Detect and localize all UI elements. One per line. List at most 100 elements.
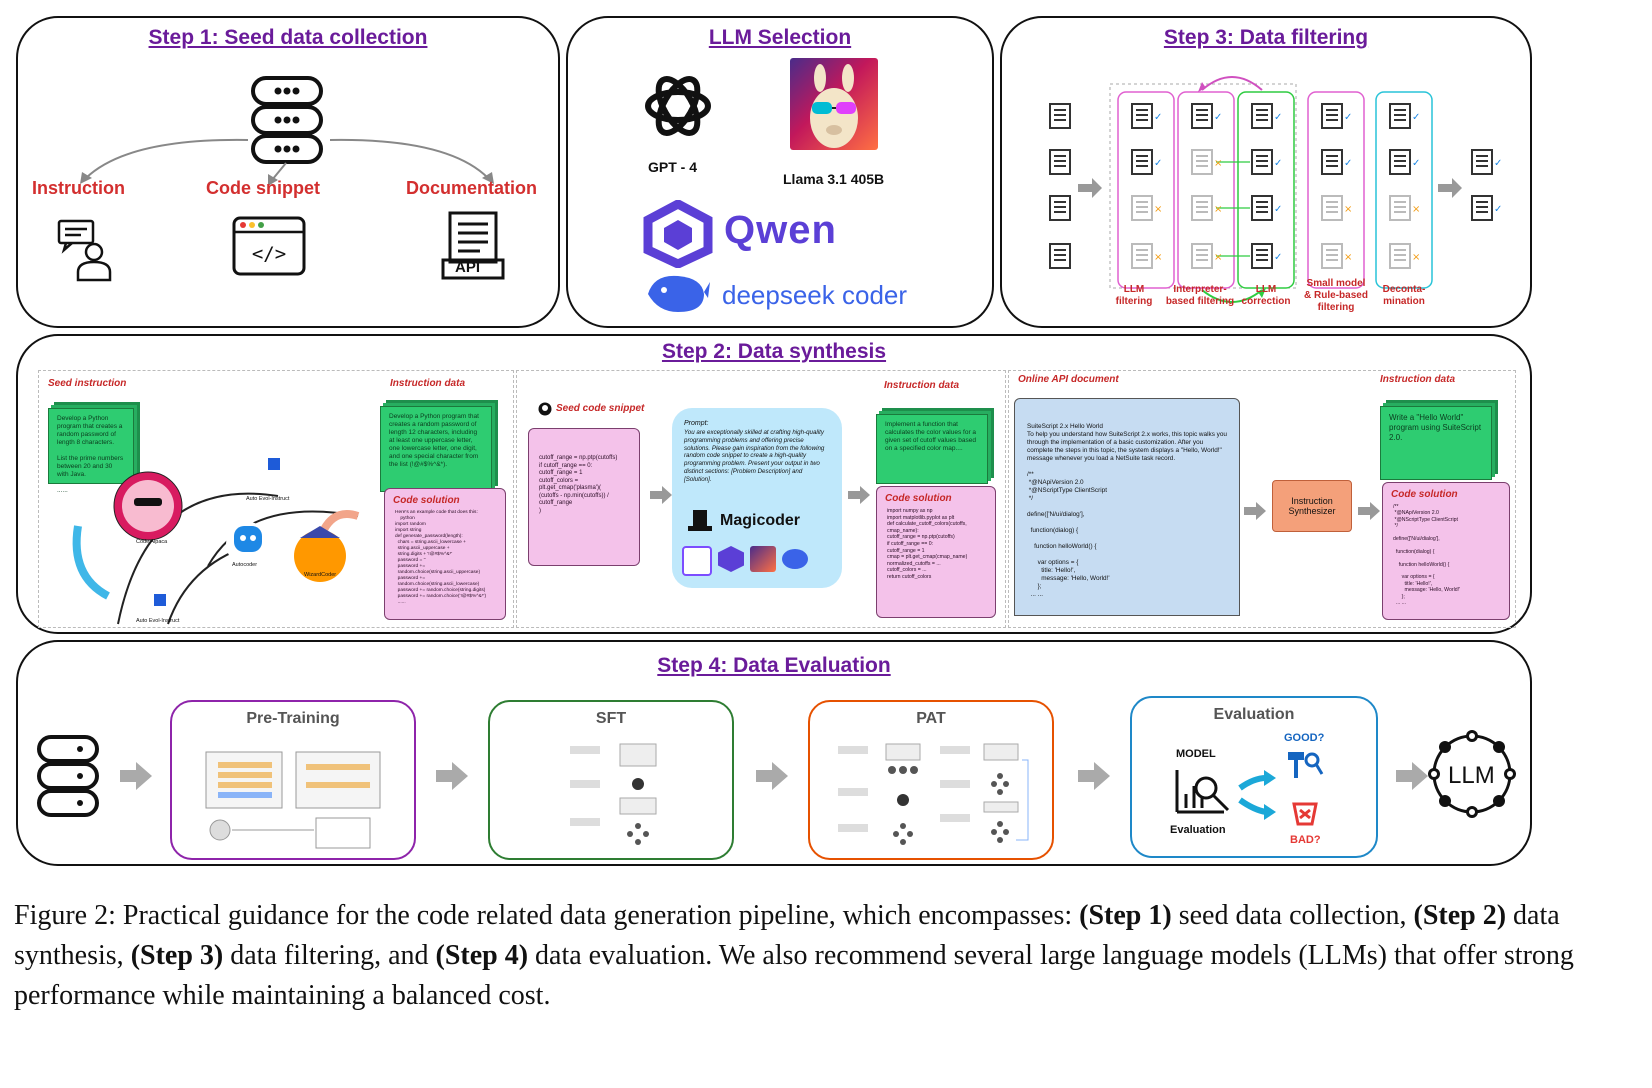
gpt-small-icon [682,546,712,576]
gpt-logo-icon [645,76,711,136]
instruction-label: Instruction [32,178,125,198]
svg-text:×: × [1214,158,1222,169]
svg-text:×: × [1154,204,1162,215]
filtering-diagram: ✓✓✓✓✓✓✓ ✓✓✓✓ ××××× ×××× ✓✓ [1049,76,1502,303]
svg-text:✓: ✓ [1412,158,1420,169]
step4-title: Step 4: Data Evaluation [657,654,891,677]
svg-text:✓: ✓ [1274,158,1282,169]
code-snippet-label: Code snippet [206,178,321,198]
svg-text:✓: ✓ [1274,204,1282,215]
svg-text:×: × [1154,252,1162,263]
magician-hat-icon [688,510,712,531]
code-window-icon: </> [232,216,306,276]
llama-label: Llama 3.1 405B [783,171,885,187]
step3-title: Step 3: Data filtering [1163,26,1369,49]
svg-text:✓: ✓ [1494,158,1502,169]
seed-code-snippet-label: Seed code snippet [556,403,645,414]
model-label: MODEL [1176,748,1216,760]
step2-title: Step 2: Data synthesis [661,340,887,363]
figure-caption: Figure 2: Practical guidance for the cod… [14,900,1574,1011]
svg-text:✓: ✓ [1344,158,1352,169]
model-auto-evol-top: Auto Evol-Instruct [246,496,290,502]
database-icon [37,735,99,817]
bad-label: BAD? [1290,834,1321,846]
code-solution-scroll-b: Code solution import numpy as np import … [876,486,996,618]
svg-text:✓: ✓ [1344,112,1352,123]
documentation-label: Documentation [406,178,538,198]
instruction-data-label-c: Instruction data [1380,374,1456,385]
svg-text:×: × [1412,204,1420,215]
step3-panel: Step 3: Data filtering [1000,16,1532,328]
stage-decontamination: Deconta- mination [1382,284,1426,307]
qwen-label: Qwen [724,208,837,252]
instruction-data-doc-b: Implement a function that calculates the… [876,414,988,484]
seed-code-scroll: cutoff_range = np.ptp(cutoffs) if cutoff… [528,428,640,566]
llama-image [790,58,878,150]
stage-llm-filtering: LLM filtering [1115,284,1153,307]
branch-arrows [80,138,494,186]
online-api-doc-label: Online API document [1018,374,1119,385]
api-document-icon [441,211,505,280]
instruction-data-doc-a: Develop a Python program that creates a … [380,406,492,492]
svg-text:×: × [1412,252,1420,263]
svg-text:×: × [1344,252,1352,263]
prompt-box: Prompt: You are exceptionally skilled at… [672,408,842,588]
deepseek-whale-icon [648,275,710,312]
model-arcs [72,458,360,625]
qwen-logo-icon [643,200,713,268]
arrow-right [1396,762,1428,790]
curved-arrows [1238,770,1276,820]
svg-text:✓: ✓ [1274,252,1282,263]
stage-interpreter-filtering: Interpreter- based filtering [1165,284,1235,307]
gpt-label: GPT - 4 [648,159,698,175]
svg-text:✓: ✓ [1412,112,1420,123]
deepseek-label: deepseek coder [722,280,908,310]
sft-box: SFT [488,700,734,860]
step1-title: Step 1: Seed data collection [148,26,428,49]
instruction-data-label-a: Instruction data [390,378,466,389]
qwen-small-icon [718,546,744,572]
arrow-right [848,486,870,504]
person-speech-icon [57,219,112,282]
database-icon [251,76,323,164]
magicoder-badge: Magicoder [686,508,800,534]
arrow-right [756,762,788,790]
svg-text:✓: ✓ [1154,112,1162,123]
model-autocoder: Autocoder [232,562,258,568]
svg-text:✓: ✓ [1154,158,1162,169]
instruction-data-label-b: Instruction data [884,380,960,391]
llm-selection-panel: LLM Selection GPT - 4 Llama 3.1 405B Qwe… [566,16,994,328]
svg-text:✓: ✓ [1214,112,1222,123]
bad-icon [1292,802,1318,826]
llm-label: LLM [1448,762,1495,789]
model-wizardcoder: WizardCoder [304,572,337,578]
model-auto-evol-bottom: Auto Evol-Instruct [136,618,180,624]
hammer-magnifier-icon [1288,752,1324,778]
api-label: API [455,259,481,276]
pat-box: PAT [808,700,1054,860]
good-label: GOOD? [1284,732,1325,744]
arrow-right [650,486,672,504]
svg-text:×: × [1344,204,1352,215]
svg-text:×: × [1214,252,1222,263]
code-solution-scroll-a: Code solution Here's an example code tha… [384,488,506,620]
pretraining-box: Pre-Training [170,700,416,860]
seed-instruction-doc: Develop a Python program that creates a … [48,408,134,494]
llama-small-icon [750,546,776,572]
step4-panel: Step 4: Data Evaluation Pre-Training SFT [16,640,1532,866]
svg-text:×: × [1214,204,1222,215]
arrow-right [1244,502,1266,520]
model-logos-row [682,546,808,576]
llm-network-icon [1428,730,1516,818]
svg-text:✓: ✓ [1494,204,1502,215]
stage-small-model-filtering: Small model & Rule-based filtering [1304,278,1368,313]
code-solution-scroll-c: Code solution /** *@NApiVersion 2.0 *@NS… [1382,482,1510,620]
stage-llm-correction: LLM correction [1241,284,1291,307]
evaluation-sub-label: Evaluation [1170,824,1226,836]
api-document-box: SuiteScript 2.x Hello World To help you … [1014,398,1240,616]
model-code-alpaca: Code Alpaca [136,539,168,545]
instruction-data-doc-c: Write a "Hello World" program using Suit… [1380,406,1492,480]
arrow-right [1358,502,1380,520]
seed-instruction-label: Seed instruction [48,378,127,389]
instruction-synthesizer-box: Instruction Synthesizer [1272,480,1352,532]
